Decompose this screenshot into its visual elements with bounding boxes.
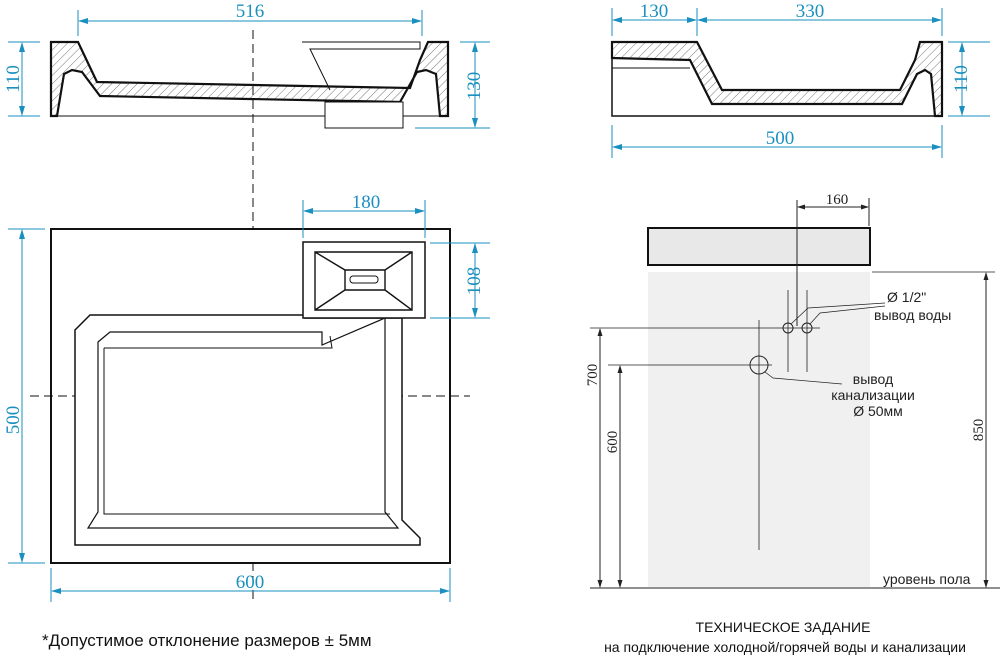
drain-label-1: вывод: [853, 371, 893, 387]
dim-500-label: 500: [3, 406, 24, 435]
dim-130-label: 130: [464, 72, 485, 101]
spec-subtitle: на подключение холодной/горячей воды и к…: [604, 639, 966, 655]
dim-180-label: 180: [352, 192, 381, 213]
hot-water-outlet: [801, 322, 813, 334]
water-outlet-label: вывод воды: [874, 307, 951, 323]
drain-diameter: Ø 50мм: [853, 403, 903, 419]
floor-level-label: уровень пола: [883, 571, 971, 587]
basin-profile: [49, 40, 450, 118]
basin-side: [647, 227, 871, 266]
dim-330-label: 330: [796, 1, 825, 22]
overflow-slot: [349, 275, 379, 284]
dim-500-side-label: 500: [766, 128, 795, 149]
dim-516-label: 516: [236, 1, 265, 22]
dim-600-label: 600: [236, 572, 265, 593]
cold-water-outlet: [782, 322, 794, 334]
tolerance-footnote: *Допустимое отклонение размеров ± 5мм: [42, 631, 372, 650]
bowl-outer: [74, 314, 421, 546]
dim-108-label: 108: [464, 267, 485, 296]
side-section-view: 130 330 500 110: [610, 1, 990, 158]
spec-title: ТЕХНИЧЕСКОЕ ЗАДАНИЕ: [695, 619, 871, 635]
dim-600-install-label: 600: [605, 431, 621, 454]
front-section-view: 516 110 130: [3, 1, 490, 600]
water-outlet-diameter: Ø 1/2": [887, 289, 926, 305]
dim-130-side-label: 130: [640, 1, 669, 22]
dim-700-label: 700: [585, 364, 601, 387]
drain-outlet: [749, 355, 769, 375]
drain-box-section: [324, 101, 404, 129]
installation-scheme: 160 Ø 1/2" вывод воды вывод канализации …: [585, 192, 1000, 589]
dim-110-side-label: 110: [951, 65, 972, 93]
dim-850-label: 850: [971, 419, 987, 442]
dim-110-label: 110: [3, 65, 24, 93]
dim-160-label: 160: [826, 192, 849, 208]
drain-label-2: канализации: [831, 387, 915, 403]
side-profile: [610, 40, 944, 118]
plan-view: 180 108 500 600: [3, 192, 490, 602]
